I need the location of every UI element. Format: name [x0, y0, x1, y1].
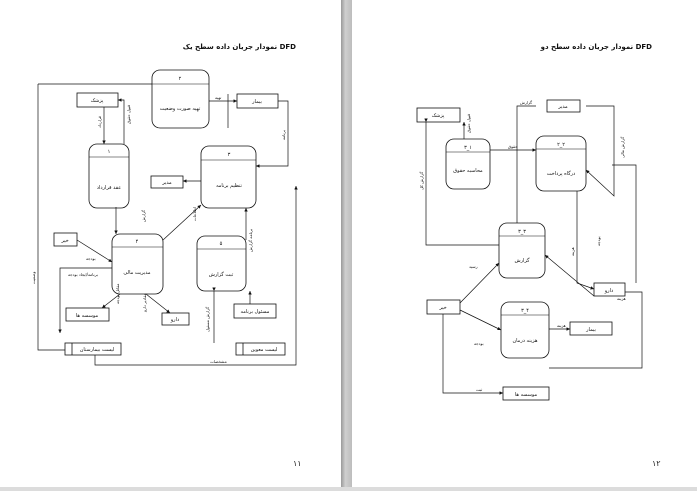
entity-patient: بیمار	[569, 321, 613, 336]
entity-manager: مدیر	[546, 99, 581, 113]
process-label: تهیه صورت وضعیت	[160, 106, 201, 112]
svg-text:اطلاعات: اطلاعات	[192, 207, 197, 221]
svg-text:بودجه: بودجه	[86, 256, 96, 261]
svg-text:قبول حقوق: قبول حقوق	[466, 114, 471, 133]
svg-text:مقاتل بودجه: مقاتل بودجه	[115, 284, 120, 304]
entity-drug: دارو	[161, 312, 190, 326]
svg-text:هزینه درمان: هزینه درمان	[512, 338, 537, 344]
svg-text:رسید: رسید	[469, 264, 478, 269]
process-3: ۳ تنظیم برنامه	[200, 145, 257, 209]
flow-lines	[37, 83, 298, 366]
page-number: ۱۲	[652, 459, 661, 468]
svg-text:مسئول برنامه: مسئول برنامه	[241, 309, 270, 315]
svg-text:موسسه ها: موسسه ها	[515, 392, 538, 398]
page-title: نمودار جریان داده سطح یک DFD	[183, 43, 296, 51]
process-number: ۴	[136, 239, 139, 245]
svg-text:تهیه: تهیه	[215, 95, 221, 100]
flow-lines	[424, 105, 643, 395]
svg-text:خیر: خیر	[438, 305, 446, 311]
svg-text:دارو: دارو	[170, 317, 179, 323]
svg-text:۲_۲: ۲_۲	[557, 142, 565, 148]
svg-text:گزارش: گزارش	[514, 257, 530, 264]
process-3-1: ۳_۱ محاسبه حقوق	[445, 138, 491, 190]
svg-text:مدیر: مدیر	[557, 104, 568, 110]
svg-text:وضعیت: وضعیت	[31, 272, 36, 284]
svg-text:قبول حقوق: قبول حقوق	[126, 105, 131, 124]
process-3-4: ۳_۴ هزینه درمان	[500, 301, 550, 359]
entity-charity: خیر	[53, 232, 78, 247]
process-number: ۱	[108, 149, 111, 155]
process-number: ۳	[228, 152, 231, 158]
svg-text:هزینه: هزینه	[557, 323, 566, 328]
svg-text:برنامه: برنامه	[281, 130, 286, 140]
svg-text:بیمار: بیمار	[251, 99, 262, 105]
svg-text:۳_۴: ۳_۴	[521, 308, 529, 314]
entity-institutions: موسسه ها	[65, 307, 110, 322]
svg-text:بیمار: بیمار	[585, 327, 596, 333]
dfd-level-1-diagram: نمودار جریان داده سطح یک DFD ۲ تهیه صورت…	[31, 43, 298, 366]
svg-text:برنامه گزارش: برنامه گزارش	[248, 229, 253, 252]
svg-text:هزینه: هزینه	[570, 247, 575, 256]
svg-text:مشخصات: مشخصات	[210, 359, 227, 364]
entity-charity: خیر	[426, 299, 461, 315]
process-label: ثبت گزارش	[209, 271, 234, 278]
entity-doctor: پزشک	[76, 92, 119, 108]
svg-text:حقوق: حقوق	[508, 144, 518, 149]
svg-text:دارو: دارو	[604, 288, 613, 294]
svg-text:گزارش: گزارش	[520, 100, 532, 105]
svg-text:محاسبه حقوق: محاسبه حقوق	[453, 168, 483, 174]
svg-text:هزینه: هزینه	[617, 296, 626, 301]
entity-manager: مدیر	[150, 175, 184, 189]
store-hospital-list: لیست بیمارستان	[64, 342, 122, 356]
svg-text:درگاه پرداخت: درگاه پرداخت	[547, 170, 576, 177]
process-number: ۲	[179, 76, 182, 82]
svg-text:۳_۱: ۳_۱	[464, 145, 472, 151]
svg-text:بودجه: بودجه	[474, 341, 484, 346]
svg-text:گزارش: گزارش	[141, 210, 146, 222]
process-4: ۴ مدیریت مالی	[111, 233, 164, 295]
left-page: نمودار جریان داده سطح یک DFD ۲ تهیه صورت…	[0, 0, 341, 487]
svg-text:گزارش مالی: گزارش مالی	[620, 137, 625, 158]
dfd-level-2-diagram: نمودار جریان داده سطح دو DFD ۳_۱ محاسبه …	[416, 43, 653, 401]
process-3-2: ۲_۲ درگاه پرداخت	[535, 135, 587, 192]
process-5: ۵ ثبت گزارش	[196, 235, 247, 292]
svg-text:پزشک: پزشک	[91, 98, 104, 104]
svg-text:لیست بیمارستان: لیست بیمارستان	[80, 347, 115, 353]
svg-text:ثبت: ثبت	[476, 387, 482, 392]
process-2: ۲ تهیه صورت وضعیت	[151, 69, 210, 129]
svg-text:مقادیر دارو: مقادیر دارو	[142, 293, 147, 313]
svg-text:مدیر: مدیر	[161, 180, 172, 186]
entity-drug: دارو	[593, 282, 626, 297]
entity-patient: بیمار	[236, 93, 279, 109]
store-patient-list: لیست معوین	[235, 342, 286, 356]
svg-text:گزارش کل: گزارش کل	[419, 172, 424, 190]
entity-doctor: پزشک	[416, 107, 461, 123]
book-gutter	[341, 0, 352, 487]
process-label: عقد قرارداد	[97, 185, 122, 191]
page-title: نمودار جریان داده سطح دو DFD	[540, 43, 653, 51]
process-label: مدیریت مالی	[123, 270, 151, 276]
process-number: ۵	[220, 241, 223, 247]
process-label: تنظیم برنامه	[216, 183, 242, 189]
process-3-3: ۳_۳ گزارش	[498, 222, 546, 279]
svg-text:لیست معوین: لیست معوین	[251, 347, 278, 353]
svg-text:بودجه: بودجه	[596, 236, 601, 246]
page-number: ۱۱	[293, 459, 302, 468]
process-1: ۱ عقد قرارداد	[88, 143, 130, 209]
entity-program-officer: مسئول برنامه	[233, 303, 277, 319]
entity-institutions: موسسه ها	[502, 386, 550, 401]
svg-text:قرارداد: قرارداد	[97, 116, 102, 128]
svg-text:برنامه/ایجاد بودجه: برنامه/ایجاد بودجه	[68, 272, 98, 277]
svg-text:موسسه ها: موسسه ها	[76, 313, 99, 319]
svg-text:گزارش مسئول: گزارش مسئول	[205, 307, 210, 332]
svg-text:۳_۳: ۳_۳	[518, 229, 526, 235]
right-page: نمودار جریان داده سطح دو DFD ۳_۱ محاسبه …	[352, 0, 697, 487]
svg-text:پزشک: پزشک	[432, 113, 445, 119]
svg-text:خیر: خیر	[60, 238, 68, 244]
